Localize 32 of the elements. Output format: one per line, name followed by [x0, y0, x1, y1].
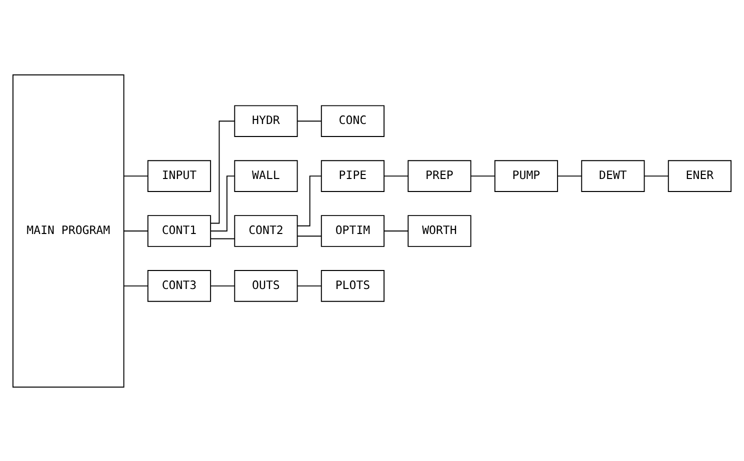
node-box: CONT3 [147, 270, 212, 302]
node-box: PLOTS [320, 270, 385, 302]
node-box: PIPE [320, 160, 385, 192]
connector [210, 284, 236, 286]
connector [644, 175, 669, 176]
node-box: ENER [668, 160, 732, 192]
connector [210, 120, 236, 224]
node-box: PUMP [494, 160, 558, 192]
connector [297, 235, 322, 236]
connector [210, 175, 235, 231]
node-box: WORTH [408, 214, 472, 246]
node-box: OPTIM [320, 214, 385, 246]
node-box: DEWT [581, 160, 645, 192]
node-box: OUTS [234, 270, 298, 302]
connector [297, 120, 322, 122]
connector [297, 284, 322, 286]
node-box: INPUT [147, 160, 212, 192]
connector [123, 284, 148, 286]
connector [123, 175, 148, 176]
connector [557, 175, 582, 176]
node-box: WALL [234, 160, 298, 192]
connector [210, 238, 236, 239]
node-box: HYDR [234, 104, 298, 137]
connector [384, 175, 409, 176]
node-box: MAIN PROGRAM [12, 74, 124, 388]
connector [384, 230, 409, 231]
node-box: CONT2 [234, 214, 298, 246]
node-box: CONT1 [147, 214, 212, 246]
node-box: PREP [408, 160, 472, 192]
connector [470, 175, 496, 176]
connector [123, 230, 148, 231]
node-box: CONC [320, 104, 385, 137]
